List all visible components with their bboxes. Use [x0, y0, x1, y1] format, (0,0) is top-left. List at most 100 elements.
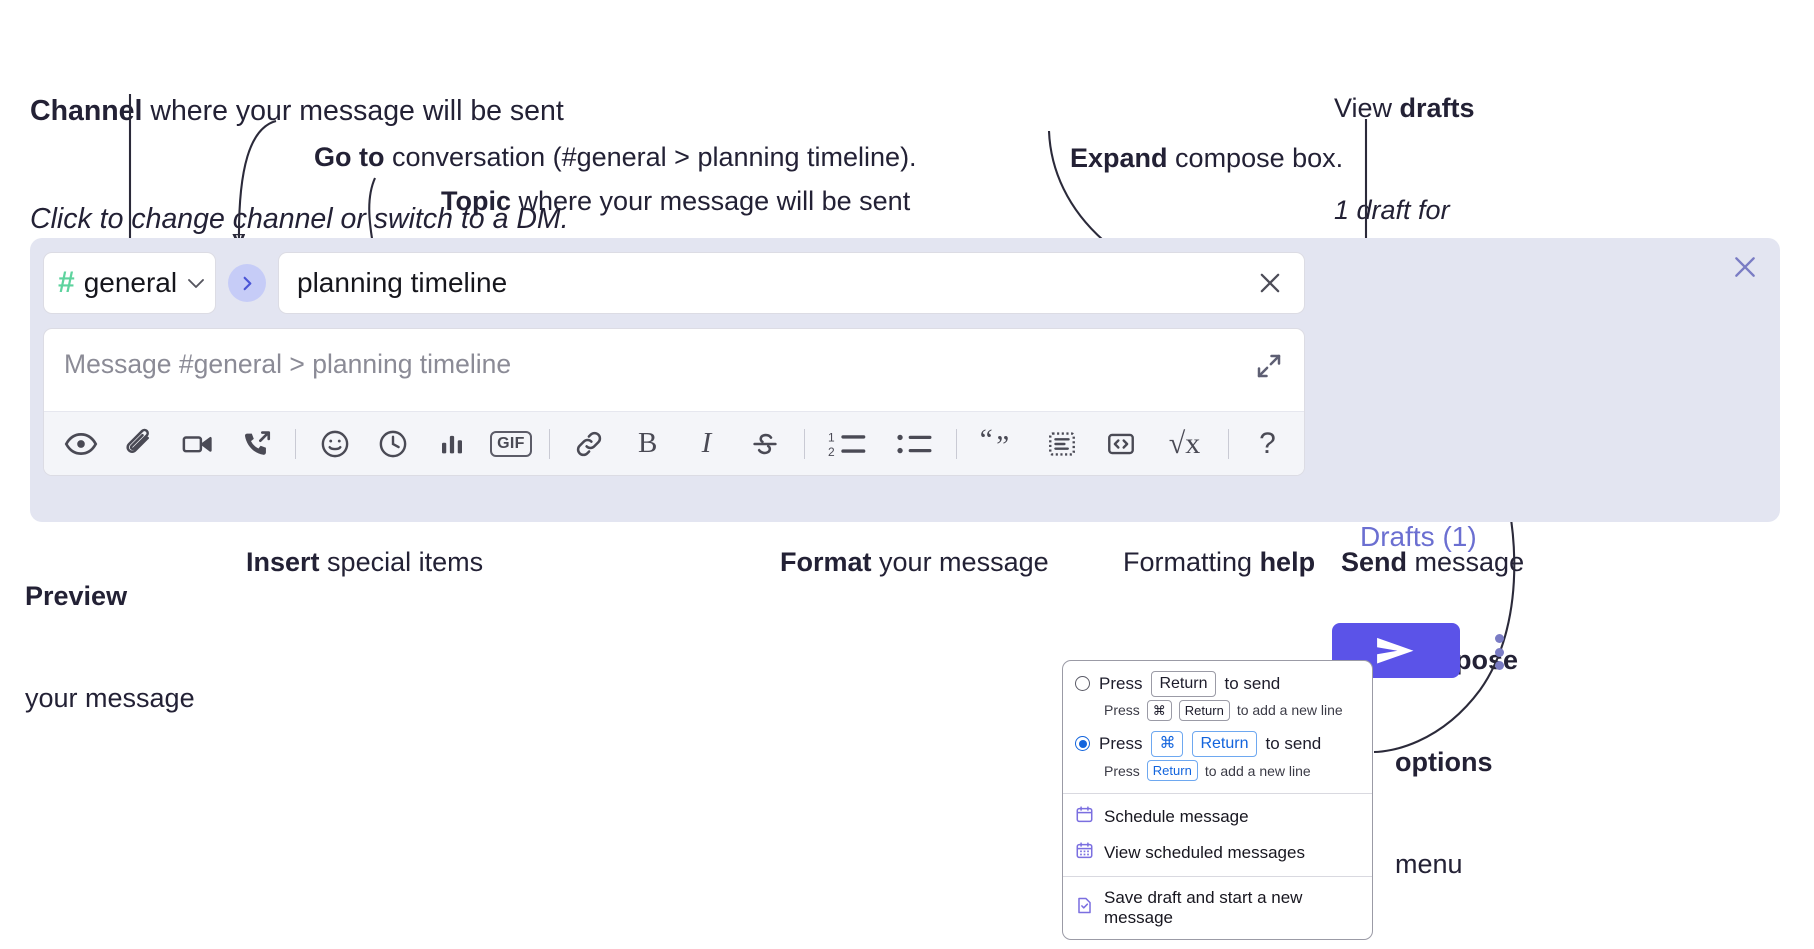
annotation-channel-rest: where your message will be sent — [142, 94, 564, 127]
annotation-insert-bold: Insert — [246, 547, 320, 578]
send-shortcut-options: Press Return to send Press ⌘ Return to a… — [1063, 661, 1372, 793]
annotation-goto-bold: Go to — [314, 142, 385, 173]
svg-text:2: 2 — [828, 445, 835, 459]
menu-item-save-draft[interactable]: Save draft and start a new message — [1063, 882, 1372, 934]
opt2-post: to send — [1265, 733, 1322, 753]
topic-input[interactable]: planning timeline — [278, 252, 1305, 314]
chevron-down-icon — [186, 276, 206, 290]
gif-icon[interactable]: GIF — [488, 421, 533, 467]
separator-5 — [1227, 428, 1229, 459]
bold-icon[interactable]: B — [638, 427, 658, 459]
annotation-preview-bold: Preview — [25, 581, 128, 612]
emoji-icon[interactable] — [312, 421, 357, 467]
video-icon[interactable] — [175, 421, 220, 467]
annotation-fh-bold: help — [1259, 547, 1316, 578]
annotation-channel-bold: Channel — [30, 94, 143, 127]
annotation-preview-rest: your message — [25, 683, 195, 714]
annotation-drafts-italic1: 1 draft for — [1334, 195, 1450, 226]
clear-topic-icon[interactable] — [1250, 263, 1290, 303]
opt1-sub-key-cmd: ⌘ — [1146, 699, 1172, 722]
svg-text:”: ” — [996, 430, 1009, 459]
opt1-sub-post: to add a new line — [1236, 702, 1343, 719]
menu-item-view-scheduled-messages[interactable]: View scheduled messages — [1063, 835, 1372, 871]
schedule-group: Schedule message View scheduled messages — [1063, 794, 1372, 876]
annotation-topic-bold: Topic — [441, 186, 512, 217]
menu-item-schedule-message[interactable]: Schedule message — [1063, 799, 1372, 835]
math-icon[interactable]: √x — [1157, 421, 1212, 467]
code-icon[interactable] — [1098, 421, 1143, 467]
compose-panel: # general planning timeline — [30, 238, 1780, 678]
annotation-expand-rest: compose box. — [1167, 143, 1344, 174]
separator-3 — [803, 428, 805, 459]
audio-clip-icon[interactable] — [234, 421, 279, 467]
opt1-pre: Press — [1099, 673, 1143, 693]
annotation-goto-rest: conversation (#general > planning timeli… — [384, 142, 917, 173]
schedule-icon[interactable] — [371, 421, 416, 467]
go-to-conversation-button[interactable] — [228, 264, 266, 302]
opt2-sub-pre: Press — [1104, 762, 1140, 779]
gif-label: GIF — [490, 430, 532, 457]
send-option-return[interactable]: Press Return to send — [1075, 671, 1360, 697]
opt1-sub-pre: Press — [1104, 702, 1140, 719]
bulleted-list-icon[interactable] — [889, 421, 940, 467]
formatting-help-icon[interactable]: ? — [1245, 421, 1290, 467]
annotation-drafts-lead: View — [1334, 93, 1400, 124]
annotation-format: Format your message — [750, 511, 1049, 613]
poll-icon[interactable] — [430, 421, 475, 467]
annotation-insert-rest: special items — [319, 547, 484, 578]
opt1-post: to send — [1224, 673, 1281, 693]
send-option-return-sub: Press ⌘ Return to add a new line — [1104, 699, 1360, 722]
channel-selector[interactable]: # general — [43, 252, 216, 314]
menu-item-label: View scheduled messages — [1104, 843, 1305, 863]
blockquote-icon[interactable]: “ ” — [973, 421, 1026, 467]
opt2-sub-post: to add a new line — [1204, 762, 1311, 779]
radio-return[interactable] — [1075, 676, 1090, 692]
channel-name: general — [83, 267, 178, 298]
svg-text:“: “ — [981, 429, 993, 456]
expand-icon[interactable] — [1252, 349, 1286, 383]
annotation-topic-rest: where your message will be sent — [511, 186, 911, 217]
annotation-insert: Insert special items — [216, 511, 483, 613]
link-icon[interactable] — [566, 421, 611, 467]
radio-cmd-return[interactable] — [1075, 736, 1090, 752]
hash-icon: # — [58, 266, 75, 299]
opt1-key-return: Return — [1151, 671, 1216, 697]
drafts-link[interactable]: Drafts (1) — [1360, 521, 1477, 552]
annotation-preview: Preview your message — [25, 511, 195, 783]
code-block-icon[interactable] — [1040, 421, 1085, 467]
annotation-co-bold2: options — [1395, 747, 1493, 778]
strikethrough-icon[interactable] — [743, 421, 788, 467]
draft-check-icon — [1075, 896, 1094, 920]
compose-options-button[interactable] — [1482, 630, 1516, 674]
opt1-sub-key-return: Return — [1178, 699, 1230, 722]
annotation-format-bold: Format — [780, 547, 872, 578]
send-arrow-icon — [1377, 637, 1414, 664]
send-option-cmd-return-sub: Press Return to add a new line — [1104, 759, 1360, 782]
annotation-expand: Expand compose box. — [1040, 107, 1343, 209]
send-option-cmd-return[interactable]: Press ⌘ Return to send — [1075, 731, 1360, 757]
attachment-icon[interactable] — [117, 421, 162, 467]
italic-icon[interactable]: I — [701, 427, 712, 459]
opt2-key-cmd: ⌘ — [1151, 731, 1184, 757]
help-glyph: ? — [1259, 426, 1276, 460]
annotation-expand-bold: Expand — [1070, 143, 1168, 174]
compose-inner: # general planning timeline — [43, 251, 1305, 476]
separator-2 — [549, 428, 551, 459]
math-glyph: √x — [1168, 426, 1201, 460]
calendar-grid-icon — [1075, 841, 1094, 865]
close-icon[interactable] — [1728, 250, 1762, 284]
kebab-dot-3 — [1494, 661, 1504, 670]
annotation-fh-lead: Formatting — [1123, 547, 1260, 578]
formatting-toolbar: GIF B — [44, 411, 1304, 475]
annotation-topic: Topic where your message will be sent — [411, 150, 910, 252]
topic-value: planning timeline — [297, 267, 508, 298]
menu-divider-1 — [1063, 793, 1372, 795]
menu-item-label: Schedule message — [1104, 807, 1249, 827]
message-input[interactable]: Message #general > planning timeline — [44, 329, 1304, 411]
preview-icon[interactable] — [58, 421, 103, 467]
calendar-icon — [1075, 805, 1094, 829]
kebab-dot-1 — [1494, 634, 1504, 643]
annotation-formatting-help: Formatting help — [1093, 511, 1315, 613]
ordered-list-icon[interactable]: 1 2 — [821, 421, 876, 467]
menu-divider-2 — [1063, 876, 1372, 878]
